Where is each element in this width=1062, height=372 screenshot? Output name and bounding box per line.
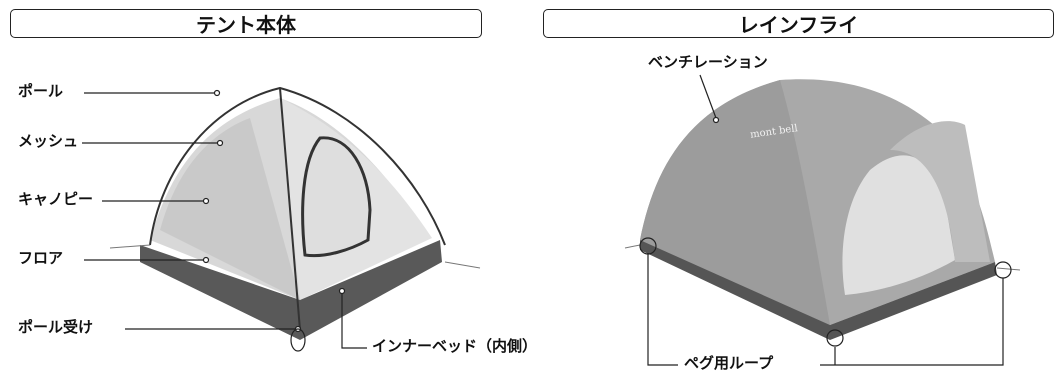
label-ventilation: ベンチレーション xyxy=(648,53,768,71)
peg-loop-center xyxy=(826,329,844,347)
dot-pole xyxy=(213,89,221,97)
rain-fly-title-text: レインフライ xyxy=(738,13,859,37)
left-leader-dots xyxy=(202,89,346,352)
tent-body-title: テント本体 xyxy=(10,9,482,38)
peg-loop-left xyxy=(639,237,657,255)
label-pole-holder: ポール受け xyxy=(18,318,94,336)
label-peg-loop: ペグ用ループ xyxy=(684,354,774,372)
rain-fly-illustration xyxy=(624,79,1021,340)
tent-body-illustration xyxy=(109,86,481,340)
leader-peg-right xyxy=(820,278,1004,366)
rain-fly-title: レインフライ xyxy=(543,9,1054,38)
label-canopy: キャノピー xyxy=(18,190,94,208)
peg-loop-right xyxy=(994,261,1012,279)
fly-left-face xyxy=(640,80,830,325)
fly-guyline-left xyxy=(624,244,641,249)
dot-inner-bed xyxy=(338,287,346,295)
fly-vestibule xyxy=(890,121,990,262)
left-leader-lines xyxy=(82,92,367,349)
label-mesh: メッシュ xyxy=(18,132,79,150)
label-pole: ポール xyxy=(18,82,64,100)
fly-door-opening xyxy=(842,155,955,295)
dot-ventilation xyxy=(712,116,720,124)
label-floor: フロア xyxy=(18,249,64,267)
leader-inner-bed xyxy=(341,293,367,349)
dot-mesh xyxy=(216,139,224,147)
dot-floor xyxy=(202,256,210,264)
leader-ventilation xyxy=(699,74,717,119)
tent-guyline-left xyxy=(109,244,151,249)
leader-peg-left xyxy=(647,253,678,366)
pole-holder-ring xyxy=(290,328,306,352)
right-leader-lines xyxy=(647,74,1004,366)
tent-guyline-right xyxy=(444,261,481,269)
tent-floor xyxy=(140,240,442,340)
label-inner-bed: インナーベッド（内側） xyxy=(372,337,538,355)
tent-pole-center xyxy=(279,87,301,331)
dot-canopy xyxy=(202,197,210,205)
tent-door xyxy=(301,136,372,258)
fly-guyline-right xyxy=(996,267,1021,271)
tent-body-title-text: テント本体 xyxy=(196,13,296,37)
tent-mesh-panel xyxy=(160,118,300,300)
right-leader-circles xyxy=(639,116,1012,347)
fly-skirt xyxy=(640,240,997,340)
